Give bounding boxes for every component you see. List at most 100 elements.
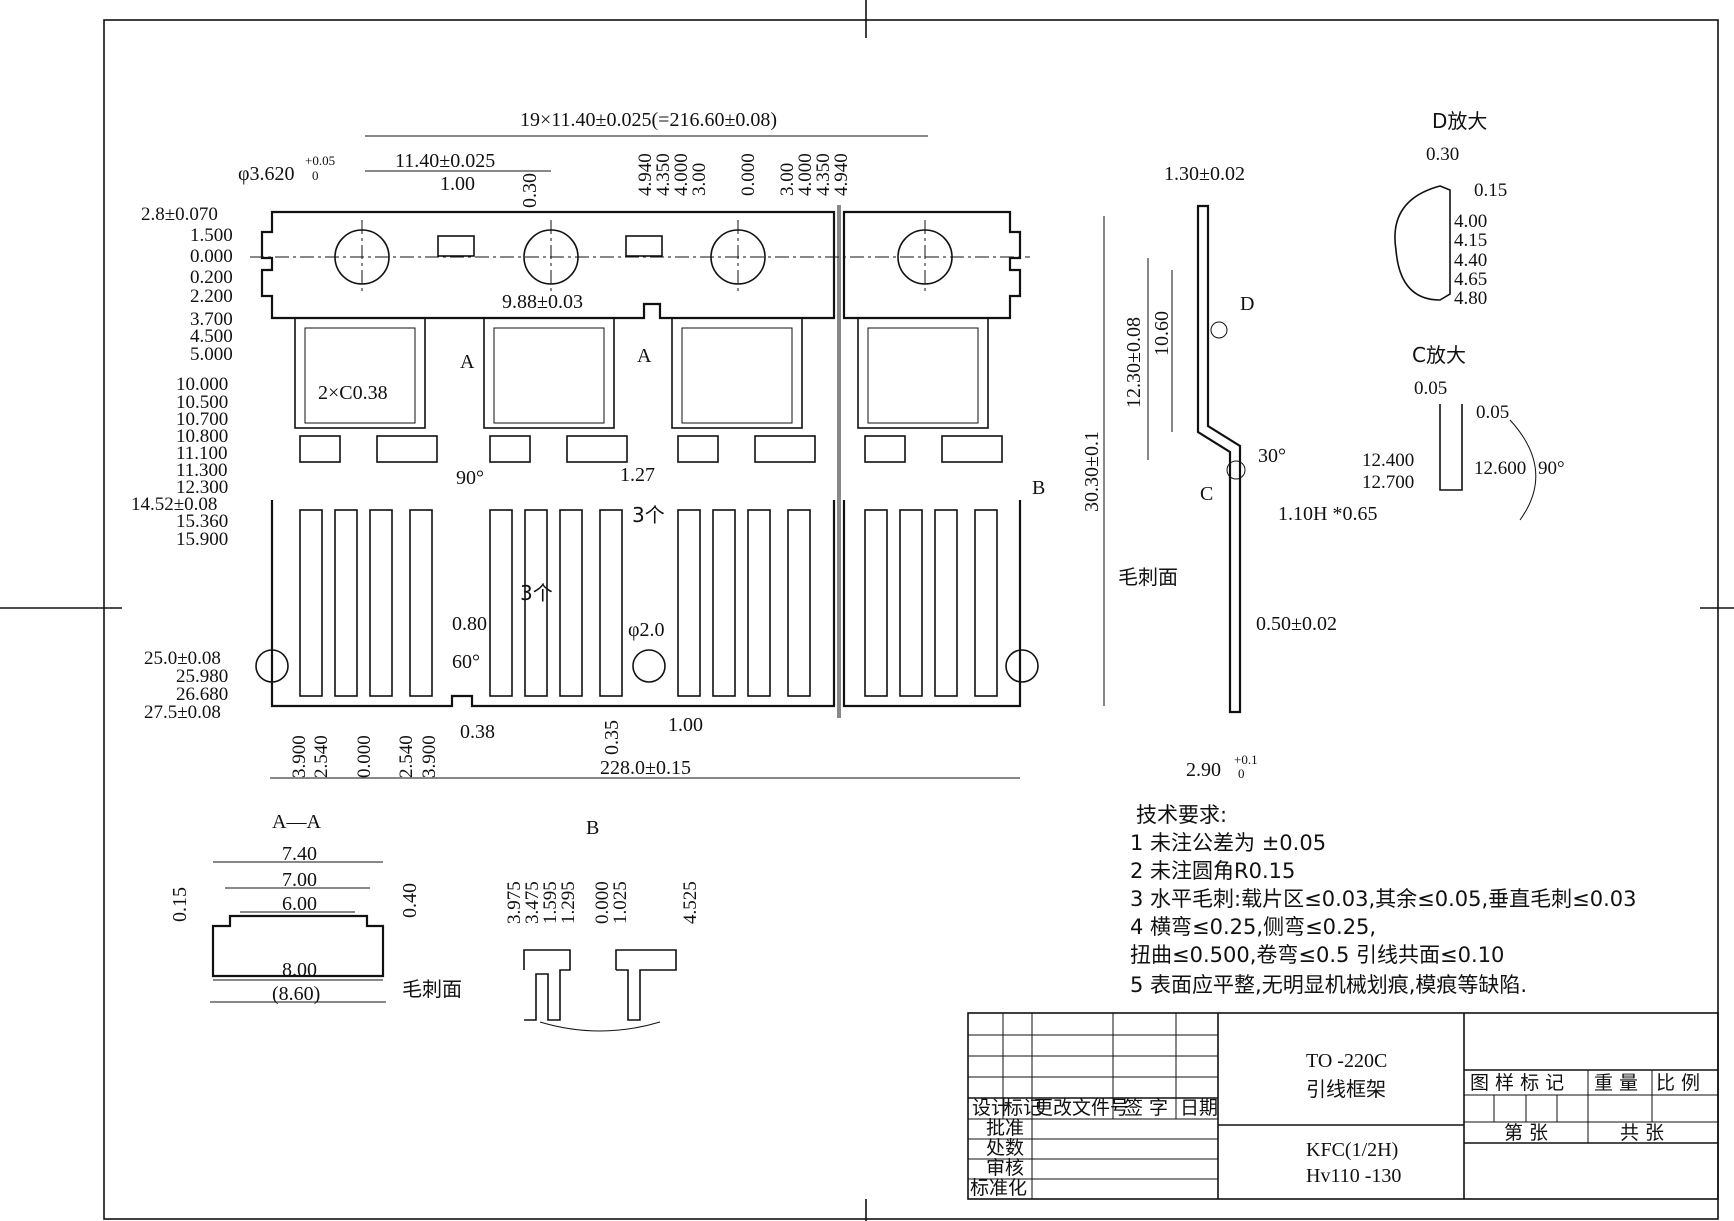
tb-row: 批准 [986, 1117, 1024, 1139]
tb-header: 标记 [1004, 1097, 1042, 1119]
tb-header: 日期 [1180, 1097, 1218, 1119]
material-2: Hv110 -130 [1306, 1165, 1401, 1187]
sheet-label: 第 张 [1504, 1122, 1548, 1144]
section-aa-dim: 7.00 [282, 869, 317, 891]
material-1: KFC(1/2H) [1306, 1139, 1398, 1161]
dim-notch-angle: 60° [452, 651, 480, 673]
die-pads [294, 317, 989, 429]
section-aa-dim: 0.15 [169, 887, 191, 922]
detail-c-title: C放大 [1412, 343, 1466, 367]
detail-d-title: D放大 [1432, 109, 1487, 133]
bottom-dim: 0.000 [354, 735, 375, 778]
section-marker-a-1: A [460, 351, 475, 373]
dim-notch-depth: 0.38 [460, 721, 495, 743]
dim-thickness-top: 1.30±0.02 [1164, 163, 1245, 185]
left-dim: 25.0±0.08 [144, 648, 221, 669]
detail-b-dim: 3.475 [522, 881, 543, 924]
leads [299, 435, 1003, 697]
dim-thickness: 0.50±0.02 [1256, 613, 1337, 635]
top-dim: 4.000 [795, 153, 816, 196]
detail-b-dim: 1.595 [540, 881, 561, 924]
dim-lead-angle: 90° [456, 467, 484, 489]
left-dim: 10.700 [176, 409, 228, 430]
part-name-2: 引线框架 [1306, 1077, 1386, 1101]
detail-marker-c: C [1200, 483, 1213, 505]
dim-lead-width: 0.80 [452, 613, 487, 635]
dim-lead-count-2: 3个 [520, 581, 553, 605]
tb-row: 处数 [986, 1137, 1024, 1159]
detail-d-dim: 4.65 [1454, 269, 1487, 290]
detail-c-dim: 90° [1538, 458, 1565, 479]
top-dim: 3.00 [689, 163, 710, 196]
top-dim: 4.350 [653, 153, 674, 196]
frame-outline-right [842, 210, 1022, 320]
dim-small-hole: φ2.0 [628, 619, 665, 641]
dim-total-height: 30.30±0.1 [1081, 431, 1103, 512]
top-dim: 3.00 [777, 163, 798, 196]
burr-label-side: 毛刺面 [1118, 565, 1178, 589]
left-dim: 11.100 [176, 443, 228, 464]
tb-header: 更改文件号 [1034, 1097, 1129, 1119]
bottom-dim: 3.900 [419, 735, 440, 778]
section-aa-dim: (8.60) [272, 983, 320, 1005]
dim-slot-depth: 0.30 [519, 173, 541, 208]
left-dim: 27.5±0.08 [144, 702, 221, 723]
part-name-1: TO -220C [1306, 1050, 1387, 1072]
top-dim: 0.000 [738, 153, 759, 196]
dim-lead-count: 3个 [632, 503, 665, 527]
detail-b-dim: 4.525 [680, 881, 701, 924]
detail-b-dim: 1.295 [558, 881, 579, 924]
dim-overall-length: 228.0±0.15 [600, 757, 691, 779]
top-dim: 4.350 [813, 153, 834, 196]
detail-d-dim: 4.40 [1454, 250, 1487, 271]
detail-b-dim: 0.000 [592, 881, 613, 924]
tb-row: 审核 [986, 1157, 1024, 1179]
dim-pad-width: 9.88±0.03 [502, 291, 583, 313]
left-dim: 10.000 [176, 374, 228, 395]
left-dim: 25.980 [176, 666, 228, 687]
section-marker-a-2: A [637, 345, 652, 367]
left-dim: 5.000 [190, 344, 233, 365]
note-item: 扭曲≤0.500,卷弯≤0.5 引线共面≤0.10 [1130, 943, 1504, 967]
left-dim: 10.500 [176, 392, 228, 413]
top-view: 19×11.40±0.025(=216.60±0.08) 11.40±0.025… [131, 109, 1045, 779]
detail-b-dim: 1.025 [610, 881, 631, 924]
left-dim: 0.000 [190, 246, 233, 267]
note-item: 1 未注公差为 ±0.05 [1130, 831, 1326, 855]
dim-offset-tol-upper: +0.1 [1234, 752, 1258, 767]
dim-chamfer: 2×C0.38 [318, 382, 388, 404]
left-dim: 12.300 [176, 477, 228, 498]
left-dim: 26.680 [176, 684, 228, 705]
dim-tab-offset: 1.00 [668, 714, 703, 736]
dim-overall-pitch: 19×11.40±0.025(=216.60±0.08) [520, 109, 777, 131]
left-dim: 0.200 [190, 267, 233, 288]
detail-c-dim: 12.600 [1474, 458, 1526, 479]
bottom-rail [270, 500, 836, 708]
section-aa-dim: 8.00 [282, 959, 317, 981]
detail-marker-b: B [1032, 477, 1045, 499]
detail-d-dim: 4.80 [1454, 288, 1487, 309]
detail-c-dim: 0.05 [1476, 402, 1509, 423]
note-item: 4 横弯≤0.25,侧弯≤0.25, [1130, 915, 1376, 939]
detail-c-dim: 12.700 [1362, 472, 1414, 493]
dim-hole-tol-upper: +0.05 [305, 153, 335, 168]
detail-c-dim: 0.05 [1414, 378, 1447, 399]
dim-bend-angle: 30° [1258, 445, 1286, 467]
left-dim: 15.900 [176, 529, 228, 550]
left-dim: 15.360 [176, 511, 228, 532]
detail-d: D放大 0.30 0.15 4.00 4.15 4.40 4.65 4.80 [1394, 109, 1507, 309]
dim-offset-tol-lower: 0 [1238, 766, 1245, 781]
left-dim: 3.700 [190, 309, 233, 330]
detail-c-dim: 12.400 [1362, 450, 1414, 471]
detail-b-title: B [586, 817, 599, 839]
tb-right-header: 比 例 [1656, 1072, 1700, 1094]
detail-d-dim: 4.15 [1454, 230, 1487, 251]
left-dim: 10.800 [176, 426, 228, 447]
burr-label-section: 毛刺面 [402, 977, 462, 1001]
note-item: 3 水平毛刺:载片区≤0.03,其余≤0.05,垂直毛刺≤0.03 [1130, 887, 1637, 911]
top-dim: 4.000 [671, 153, 692, 196]
left-dim: 2.200 [190, 286, 233, 307]
notes-title: 技术要求: [1136, 803, 1227, 827]
dim-height-bend: 12.30±0.08 [1123, 317, 1145, 408]
